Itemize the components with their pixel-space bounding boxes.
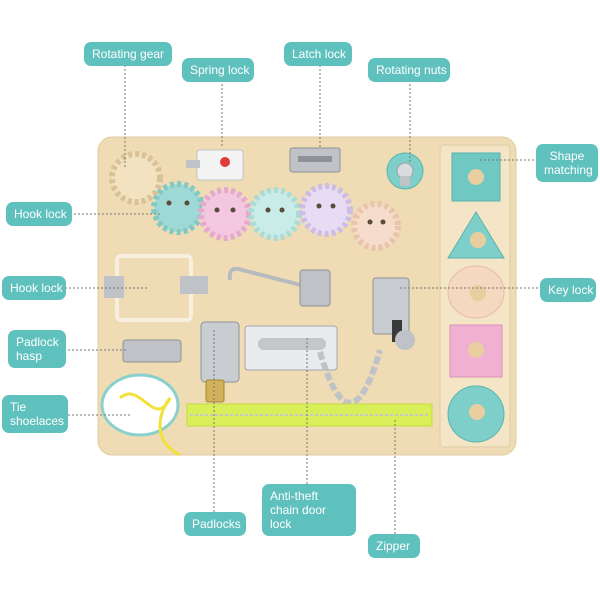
zipper	[186, 403, 433, 427]
shape-knob	[470, 285, 486, 301]
label-shape-matching: Shape matching	[536, 144, 598, 182]
shape-knob	[469, 404, 485, 420]
square-shape	[451, 152, 501, 202]
gear-icon	[109, 151, 163, 205]
gear-icon	[151, 181, 205, 235]
gear-icon	[351, 201, 401, 251]
label-padlock-hasp: Padlock hasp	[8, 330, 66, 368]
padlock-hasp-upright	[200, 321, 240, 383]
label-tie-shoelaces: Tie shoelaces	[2, 395, 68, 433]
label-key-lock: Key lock	[540, 278, 596, 302]
gear-icon	[299, 183, 353, 237]
hook-lock	[227, 266, 321, 292]
shape-knob	[470, 232, 486, 248]
label-spring-lock: Spring lock	[182, 58, 254, 82]
padlock-hasp	[122, 339, 182, 363]
label-padlocks: Padlocks	[184, 512, 246, 536]
gear-icon	[248, 187, 302, 241]
shape-knob	[468, 342, 484, 358]
label-rotating-gear: Rotating gear	[84, 42, 172, 66]
spring-lock	[196, 149, 244, 181]
label-hook-lock-upper: Hook lock	[6, 202, 72, 226]
label-latch-lock: Latch lock	[284, 42, 352, 66]
label-hook-lock-lower: Hook lock	[2, 276, 66, 300]
label-rotating-nuts: Rotating nuts	[368, 58, 450, 82]
shape-knob	[468, 169, 484, 185]
chain	[317, 349, 383, 406]
gear-set	[109, 151, 401, 251]
gear-icon	[198, 187, 252, 241]
label-zipper: Zipper	[368, 534, 420, 558]
label-anti-theft-chain: Anti-theft chain door lock	[262, 484, 356, 536]
padlock	[205, 379, 225, 403]
shoelace	[118, 392, 181, 457]
leader-lines	[65, 65, 540, 535]
key-lock	[372, 277, 410, 335]
